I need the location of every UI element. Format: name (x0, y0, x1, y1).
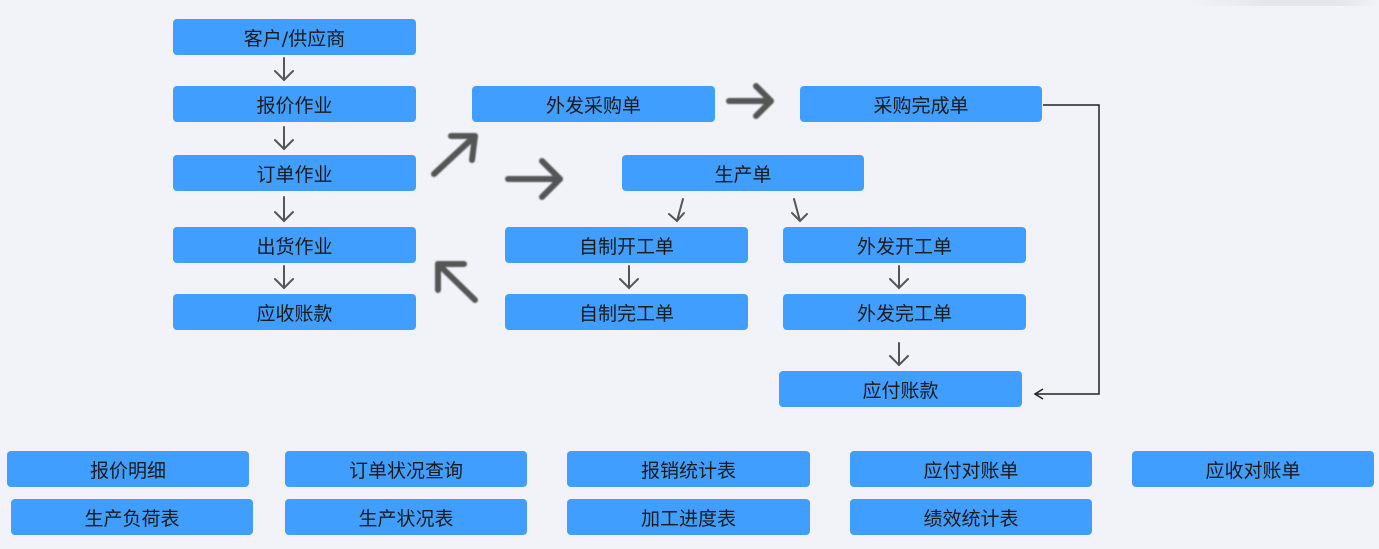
right-arrow-icon (505, 158, 563, 200)
outsource-work-order-node[interactable]: 外发开工单 (783, 227, 1026, 263)
top-right-highlight (1190, 0, 1379, 6)
right-arrow-icon (726, 83, 774, 119)
report-performance-statistics-button[interactable]: 绩效统计表 (850, 499, 1092, 535)
in-house-work-order-node[interactable]: 自制开工单 (505, 227, 748, 263)
down-arrow-icon (889, 265, 909, 290)
in-house-completion-node[interactable]: 自制完工单 (505, 294, 748, 330)
down-arrow-icon (274, 57, 294, 82)
shipment-node[interactable]: 出货作业 (173, 227, 416, 263)
report-production-load-button[interactable]: 生产负荷表 (11, 499, 253, 535)
production-order-node[interactable]: 生产单 (622, 155, 864, 191)
down-arrow-icon (274, 196, 294, 223)
outsource-purchase-node[interactable]: 外发采购单 (472, 86, 715, 122)
quotation-node[interactable]: 报价作业 (173, 86, 416, 122)
purchase-to-payable-connector (1033, 104, 1100, 400)
order-node[interactable]: 订单作业 (173, 155, 416, 191)
report-receivable-reconciliation-button[interactable]: 应收对账单 (1132, 451, 1374, 487)
report-quotation-detail-button[interactable]: 报价明细 (7, 451, 249, 487)
customer-supplier-node[interactable]: 客户/供应商 (173, 19, 416, 55)
report-order-status-query-button[interactable]: 订单状况查询 (285, 451, 527, 487)
report-expense-statistics-button[interactable]: 报销统计表 (567, 451, 810, 487)
receivable-node[interactable]: 应收账款 (173, 294, 416, 330)
down-arrow-icon (619, 265, 639, 290)
down-left-arrow-icon (668, 198, 685, 223)
down-arrow-icon (274, 265, 294, 290)
report-processing-progress-button[interactable]: 加工进度表 (567, 499, 810, 535)
down-arrow-icon (274, 126, 294, 151)
left-arrowhead-icon (1033, 388, 1044, 400)
report-payable-reconciliation-button[interactable]: 应付对账单 (850, 451, 1092, 487)
outsource-completion-node[interactable]: 外发完工单 (783, 294, 1026, 330)
purchase-complete-node[interactable]: 采购完成单 (800, 86, 1042, 122)
up-right-arrow-icon (431, 133, 478, 177)
report-production-status-button[interactable]: 生产状况表 (285, 499, 527, 535)
down-right-arrow-icon (791, 198, 808, 223)
payable-node[interactable]: 应付账款 (779, 371, 1022, 407)
down-arrow-icon (889, 342, 909, 367)
up-left-arrow-icon (435, 261, 478, 303)
